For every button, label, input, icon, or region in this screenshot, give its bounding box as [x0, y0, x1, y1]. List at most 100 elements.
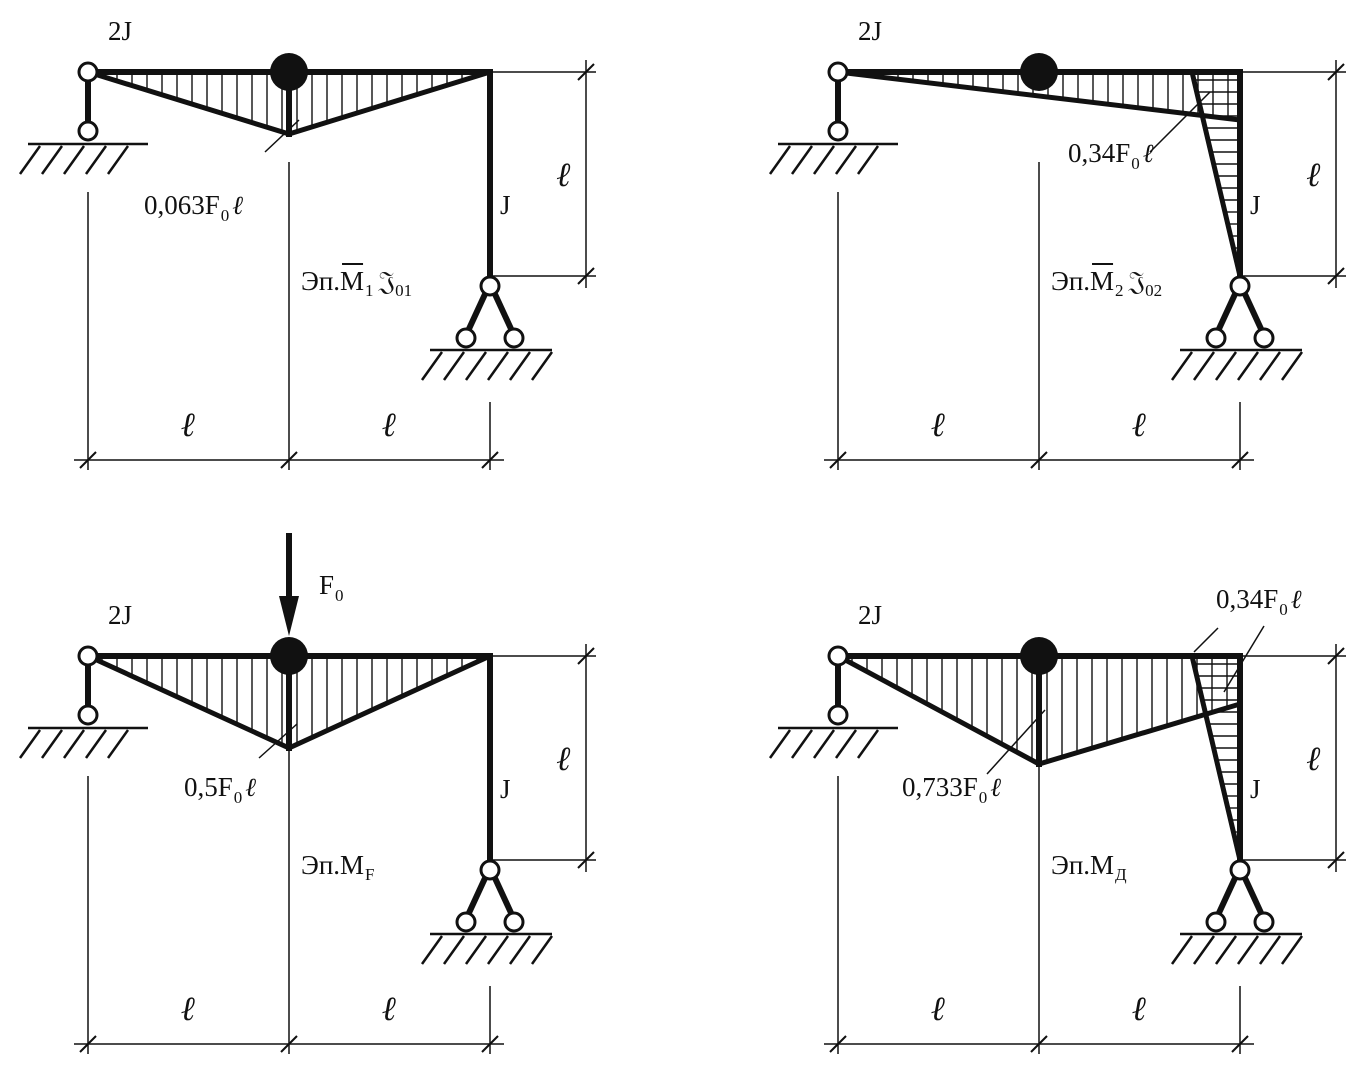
- inertia-top-label: 2J: [108, 600, 132, 630]
- diagram-label-prefix: Эп.: [301, 266, 340, 296]
- dim-height-label: ℓ: [1307, 739, 1322, 779]
- support-link: [465, 290, 489, 333]
- diagram-label-symbol: M: [1090, 850, 1114, 880]
- diagram-label-sub: 2: [1115, 281, 1124, 300]
- ground-hatch: [420, 351, 444, 381]
- ground-hatch: [1258, 351, 1282, 381]
- value-label-ell: ℓ: [990, 773, 1001, 803]
- ground-hatch: [62, 145, 86, 175]
- load-label-sub: 0: [335, 586, 344, 605]
- right-ground: [420, 348, 554, 381]
- ground-hatch: [84, 145, 108, 175]
- support-pin: [77, 645, 99, 667]
- dim-tick: [829, 451, 847, 469]
- ground-hatch: [508, 935, 532, 965]
- support-link: [491, 874, 515, 917]
- dim-tick: [1327, 647, 1345, 665]
- dim-right-label: ℓ: [1132, 989, 1147, 1029]
- right-ground: [1170, 932, 1304, 965]
- diagram-label-sub: F: [365, 865, 374, 884]
- dim-tick: [79, 451, 97, 469]
- leader-line: [1223, 625, 1265, 693]
- moment-diagram: [837, 69, 1243, 277]
- left-ground: [768, 142, 898, 175]
- dim-height-label: ℓ: [557, 739, 572, 779]
- ground-hatch: [1170, 935, 1194, 965]
- ground-hatch: [768, 729, 792, 759]
- ground-hatch: [530, 351, 554, 381]
- diagram-label-symbol: M: [340, 850, 364, 880]
- value-label-sub: 0: [979, 788, 988, 807]
- left-support: [768, 61, 898, 175]
- dim-tick: [280, 451, 298, 469]
- dim-left-label: ℓ: [931, 989, 946, 1029]
- support-pin: [455, 327, 477, 349]
- support-pin: [77, 61, 99, 83]
- ground-hatch: [40, 729, 64, 759]
- left-ground: [18, 142, 148, 175]
- ground-hatch: [486, 935, 510, 965]
- ground-hatch: [1236, 935, 1260, 965]
- dim-right-label: ℓ: [382, 405, 397, 445]
- dim-tick: [577, 851, 595, 869]
- right-support: [1170, 275, 1304, 381]
- dimensions: ℓ ℓ ℓ: [824, 644, 1346, 1054]
- ground-hatch: [18, 729, 42, 759]
- support-pin: [479, 859, 501, 881]
- value-label-sub: 0: [234, 788, 243, 807]
- dim-tick: [1327, 851, 1345, 869]
- diagram-label-prefix: Эп.: [1051, 850, 1090, 880]
- diagram-label-prefix: Эп.: [301, 850, 340, 880]
- value-label-2-base: 0,34F: [1216, 584, 1278, 614]
- value-label-sub: 0: [221, 206, 230, 225]
- diagram-label-sub: Д: [1115, 865, 1127, 884]
- dim-tick: [1327, 63, 1345, 81]
- support-link: [1241, 290, 1265, 333]
- inertia-column-label: J: [500, 774, 511, 804]
- point-mass: [1020, 53, 1058, 91]
- ground-hatch: [62, 729, 86, 759]
- support-pin: [827, 704, 849, 726]
- left-support: [768, 645, 898, 759]
- dim-tick: [577, 647, 595, 665]
- value-label-base: 0,063F: [144, 190, 220, 220]
- diagram-label-sub: 1: [365, 281, 374, 300]
- frame: [85, 637, 493, 863]
- ground-hatch: [84, 729, 108, 759]
- inertia-top-label: 2J: [858, 16, 882, 46]
- value-label-sub: 0: [1131, 154, 1140, 173]
- value-label-2-ell: ℓ: [1291, 585, 1302, 615]
- dim-tick: [1030, 1035, 1048, 1053]
- point-mass: [270, 53, 308, 91]
- arrow-head: [279, 596, 299, 636]
- ground-hatch: [834, 729, 858, 759]
- ground-hatch: [812, 729, 836, 759]
- value-label-ell: ℓ: [232, 191, 243, 221]
- dim-height-label: ℓ: [1307, 155, 1322, 195]
- ground-hatch: [1214, 935, 1238, 965]
- ground-hatch: [420, 935, 444, 965]
- right-support: [420, 859, 554, 965]
- support-link: [1215, 874, 1239, 917]
- ground-hatch: [530, 935, 554, 965]
- dim-left-label: ℓ: [181, 989, 196, 1029]
- ground-hatch: [442, 935, 466, 965]
- diagram-label-symbol: M: [340, 266, 364, 296]
- support-link: [1241, 874, 1265, 917]
- ground-hatch: [486, 351, 510, 381]
- dim-tick: [1327, 267, 1345, 285]
- support-pin: [503, 327, 525, 349]
- support-pin: [479, 275, 501, 297]
- ground-hatch: [856, 145, 880, 175]
- support-pin: [77, 120, 99, 142]
- dim-right-label: ℓ: [382, 989, 397, 1029]
- diagram-label-extra-sub: 02: [1145, 281, 1162, 300]
